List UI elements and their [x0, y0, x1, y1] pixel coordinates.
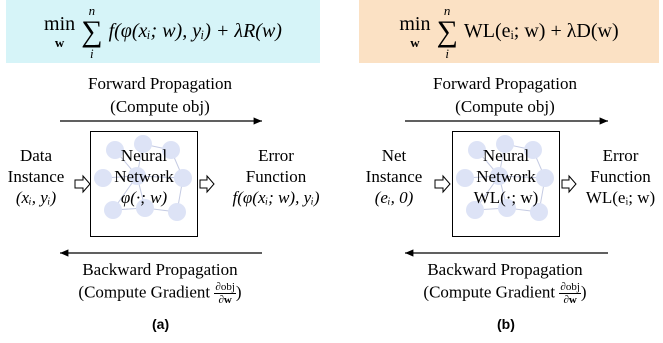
network-node: [498, 199, 516, 217]
backward-propagation-title: Backward Propagation: [82, 260, 238, 279]
input-hollow-arrow: [74, 174, 91, 194]
min-operator: min w: [399, 13, 431, 50]
network-node: [536, 169, 554, 187]
caption-a: (a): [152, 316, 170, 332]
output-label: Error Function f(φ(xᵢ; w), yᵢ): [232, 146, 320, 207]
network-node: [136, 199, 154, 217]
network-node: [524, 141, 542, 159]
network-graph-icon: [94, 135, 192, 221]
objective-formula-b: min w n ∑ i WL(eᵢ; w) + λD(w): [359, 0, 659, 63]
forward-propagation-subtitle: (Compute obj): [110, 97, 210, 116]
output-hollow-arrow: [561, 174, 577, 194]
network-label: Neural Network φ(·; w): [114, 146, 174, 207]
formula-body: f(φ(xᵢ; w), yᵢ) + λR(w): [108, 20, 282, 42]
min-operator: min w: [44, 13, 76, 50]
input-label: Net Instance (eᵢ, 0): [365, 146, 423, 207]
neural-network-box: Neural Network φ(·; w): [90, 131, 198, 237]
sum-operator: n ∑ i: [81, 2, 103, 61]
forward-propagation-title: Forward Propagation: [432, 74, 577, 93]
caption-b: (b): [497, 316, 515, 332]
formula-body: WL(eᵢ; w) + λD(w): [463, 20, 619, 42]
network-node: [530, 203, 548, 221]
forward-propagation-title: Forward Propagation: [87, 74, 232, 93]
objective-formula-a: min w n ∑ i f(φ(xᵢ; w), yᵢ) + λR(w): [6, 0, 320, 63]
output-hollow-arrow: [199, 174, 215, 194]
gradient-fraction: ∂obj∂w: [214, 281, 236, 306]
backward-propagation-subtitle: (Compute Gradient ∂obj∂w): [78, 281, 242, 306]
output-label: Error Function WL(eᵢ; w): [585, 146, 656, 207]
network-node: [456, 169, 474, 187]
network-node: [162, 141, 180, 159]
network-graph-icon: [456, 135, 554, 221]
network-node: [104, 201, 122, 219]
input-label: Data Instance (xᵢ, yᵢ): [7, 146, 65, 207]
backward-propagation-title: Backward Propagation: [427, 260, 583, 279]
network-node: [466, 201, 484, 219]
network-node: [496, 135, 514, 153]
gradient-fraction: ∂obj∂w: [559, 281, 581, 306]
sum-operator: n ∑ i: [436, 2, 458, 61]
network-node: [168, 203, 186, 221]
network-node: [174, 169, 192, 187]
network-node: [134, 135, 152, 153]
network-label: Neural Network WL(·; w): [473, 146, 539, 207]
network-node: [128, 167, 146, 185]
input-hollow-arrow: [434, 174, 451, 194]
forward-propagation-subtitle: (Compute obj): [455, 97, 555, 116]
neural-network-box: Neural Network WL(·; w): [452, 131, 560, 237]
network-node: [490, 167, 508, 185]
network-node: [468, 141, 486, 159]
network-node: [106, 141, 124, 159]
backward-propagation-subtitle: (Compute Gradient ∂obj∂w): [423, 281, 587, 306]
network-node: [94, 169, 112, 187]
